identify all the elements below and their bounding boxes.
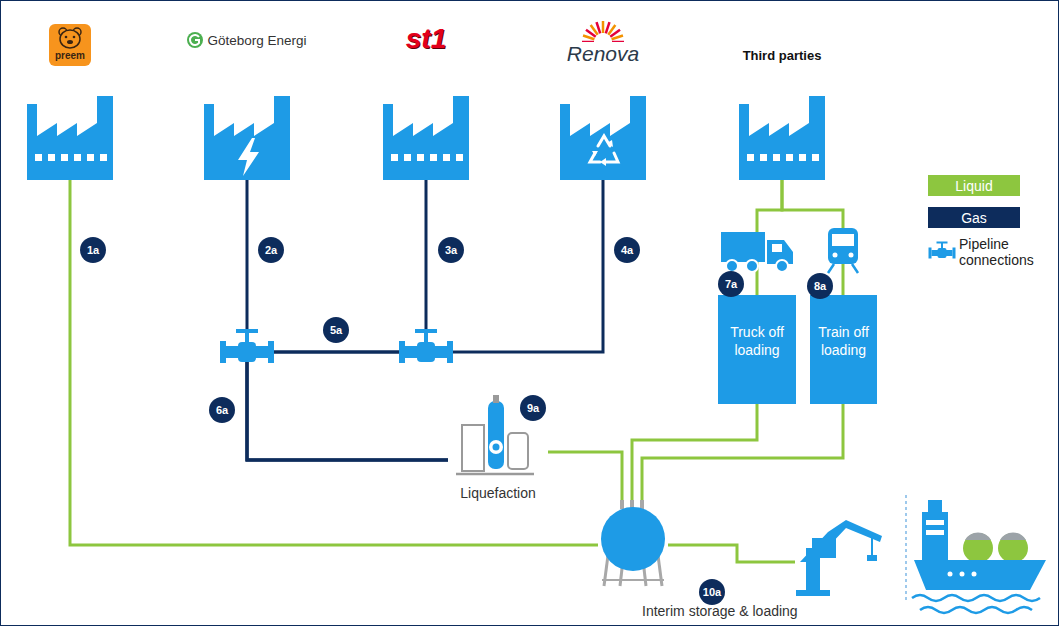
ge-logo <box>187 32 203 48</box>
pipeline-valve <box>399 329 453 363</box>
factory-icon <box>739 96 825 180</box>
company-name: st1 <box>406 22 446 56</box>
callout-number: 8a <box>807 273 833 299</box>
legend-valve <box>928 236 956 266</box>
pipeline-connector <box>642 404 843 500</box>
legend-text: Liquid <box>955 178 992 194</box>
callout-number: 4a <box>614 237 640 263</box>
storage-tank <box>598 500 668 588</box>
factory-icon <box>27 96 113 180</box>
callout-number: 1a <box>80 237 106 263</box>
pipeline-connector <box>548 452 622 500</box>
ship <box>912 500 1046 613</box>
legend-row: Gas <box>928 207 1020 228</box>
factory-icon <box>383 96 469 180</box>
pipeline-connector <box>247 180 448 460</box>
offloading-box: Truck off loading <box>718 295 796 404</box>
truck-icon <box>721 232 793 272</box>
tank-node: Interim storage & loading <box>598 500 668 588</box>
label-holder: Liquefaction <box>448 485 548 501</box>
factory-icon <box>204 96 290 180</box>
box-label: Truck off loading <box>722 323 792 359</box>
legend-row: Pipeline connections <box>928 236 1055 268</box>
callout-number: 6a <box>209 397 235 423</box>
factory-node: preem <box>28 18 112 180</box>
legend-row: Liquid <box>928 175 1020 196</box>
pipeline-connector <box>247 180 603 460</box>
loading-pipe <box>668 545 795 562</box>
factory-node: st1 <box>369 18 483 180</box>
factory-node: Renova <box>546 18 660 180</box>
pipeline-connector <box>632 404 757 500</box>
callout-number: 3a <box>438 237 464 263</box>
crane <box>796 520 882 596</box>
callout-number: 9a <box>520 395 546 421</box>
logo: Third parties <box>725 48 839 63</box>
process-label: Liquefaction <box>448 485 548 501</box>
company-name: Renova <box>567 42 639 66</box>
pipeline-valve <box>220 329 274 363</box>
legend-text: Pipeline connections <box>959 236 1055 268</box>
callout-number: 2a <box>258 237 284 263</box>
callout-number: 5a <box>323 317 349 343</box>
logo: Göteborg Energi <box>170 32 324 48</box>
box-label: Train off loading <box>814 323 873 359</box>
company-name: preem <box>55 50 85 62</box>
legend-swatch: Gas <box>928 207 1020 228</box>
pipeline-connector <box>70 180 598 545</box>
factory-icon <box>560 96 646 180</box>
offloading-box: Train off loading <box>810 295 877 404</box>
quay-line <box>905 495 907 602</box>
factory-node: Third parties <box>725 18 839 180</box>
pipeline-connector <box>247 180 448 460</box>
company-name: Göteborg Energi <box>207 33 306 48</box>
logo-square: preem <box>49 24 91 66</box>
logo: preem <box>28 24 112 66</box>
callout-number: 10a <box>699 579 725 605</box>
storage-label: Interim storage & loading <box>642 603 798 619</box>
label-holder: Interim storage & loading <box>642 603 798 619</box>
factory-node: Göteborg Energi <box>170 18 324 180</box>
train-icon <box>828 228 858 273</box>
bear-logo <box>55 24 85 50</box>
company-name: Third parties <box>743 48 822 63</box>
legend-swatch: Liquid <box>928 175 1020 196</box>
legend-text: Gas <box>961 210 987 226</box>
logo: Renova <box>546 20 660 66</box>
logo: st1 <box>369 22 483 56</box>
sunburst-logo <box>578 20 628 42</box>
logo-row: Göteborg Energi <box>187 32 306 48</box>
callout-number: 7a <box>718 271 744 297</box>
